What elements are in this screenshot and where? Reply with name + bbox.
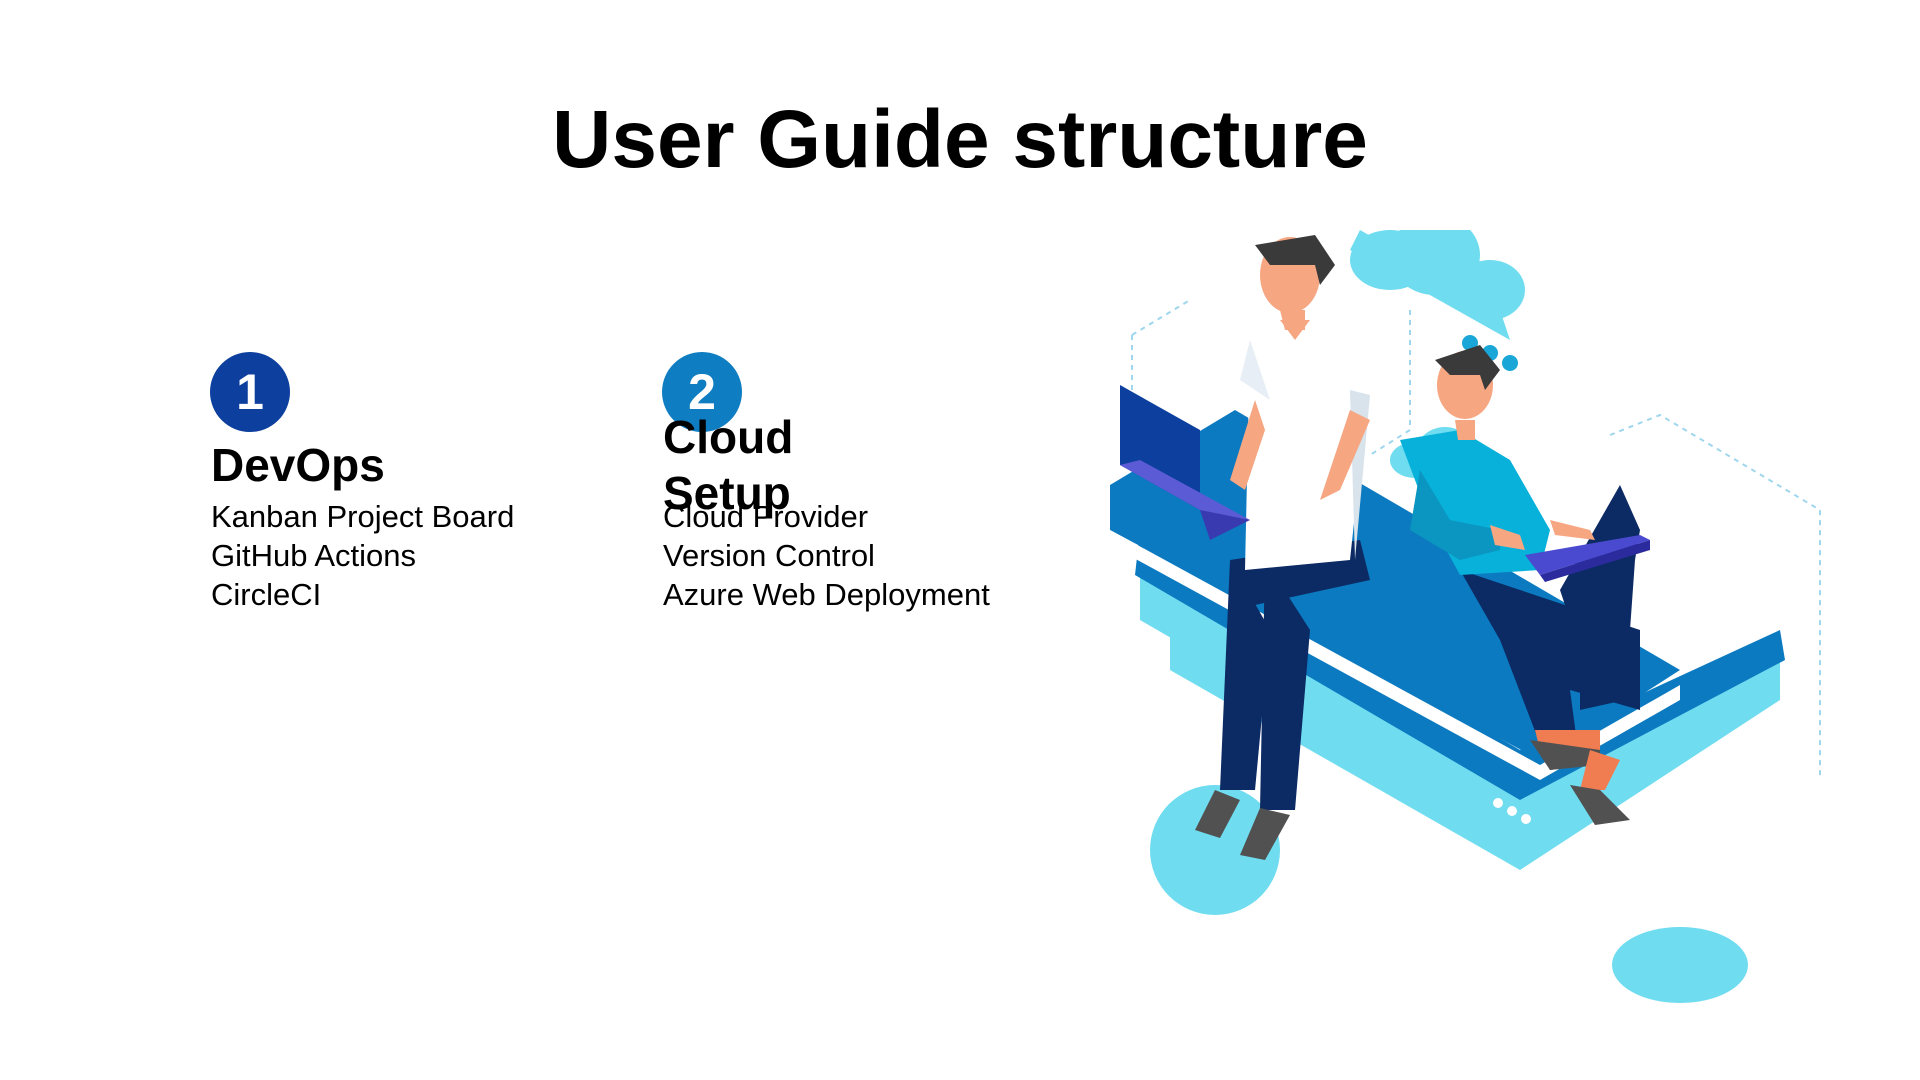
list-item: Version Control — [663, 538, 875, 573]
slide-title: User Guide structure — [552, 94, 1368, 185]
section-item-list: Cloud Provider Version Control Azure Web… — [663, 497, 990, 614]
list-item: GitHub Actions — [211, 538, 417, 573]
cloud-icon — [1350, 230, 1525, 340]
step-badge-2: 2 — [662, 352, 742, 432]
step-badge-1: 1 — [210, 352, 290, 432]
section-heading: DevOps — [211, 439, 385, 491]
list-item: Azure Web Deployment — [663, 577, 990, 612]
people-with-laptops-illustration — [1110, 230, 1821, 1003]
list-item: CircleCI — [211, 577, 322, 612]
person-with-laptop — [1120, 235, 1380, 860]
list-item: Kanban Project Board — [211, 499, 515, 534]
person-with-tablet — [1400, 345, 1650, 825]
section-heading: Cloud Setup — [663, 411, 794, 519]
list-item: Cloud Provider — [663, 499, 869, 534]
section-cloud-setup: 2 Cloud Setup Cloud Provider Version Con… — [662, 352, 1082, 612]
section-item-list: Kanban Project Board GitHub Actions Circ… — [211, 497, 514, 614]
section-devops: 1 DevOps Kanban Project Board GitHub Act… — [210, 352, 630, 612]
dots-icon — [1493, 798, 1531, 824]
